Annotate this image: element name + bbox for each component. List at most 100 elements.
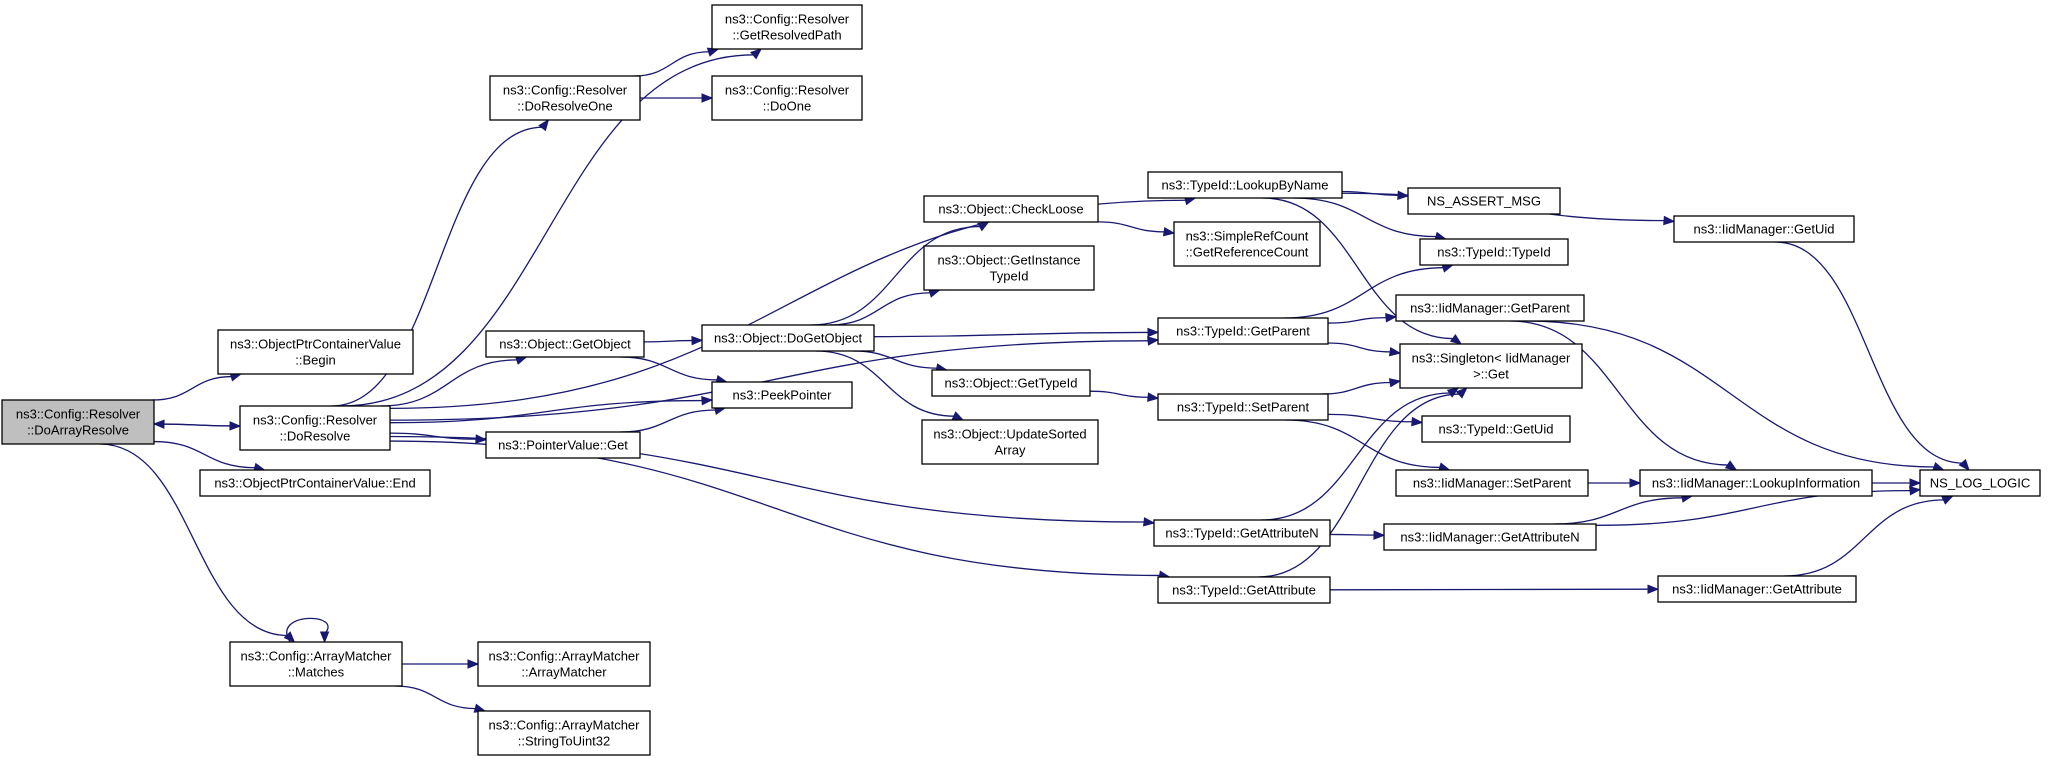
- edge-getobject-to-dogetobject: [643, 335, 704, 346]
- edge-typeidgetattribute-to-singletonget: [1258, 387, 1468, 578]
- node-label: ns3::Config::Resolver: [725, 83, 850, 98]
- node-label: ::DoOne: [763, 99, 811, 114]
- edge-line: [1526, 320, 1936, 468]
- node-typeidgetattribute[interactable]: ns3::TypeId::GetAttribute: [1157, 576, 1331, 604]
- edge-line: [1329, 533, 1376, 536]
- node-getobject[interactable]: ns3::Object::GetObject: [485, 330, 645, 358]
- node-lookupbyname[interactable]: ns3::TypeId::LookupByName: [1147, 171, 1343, 199]
- arrowhead-icon: [1909, 478, 1922, 488]
- nodes-layer: ns3::Config::Resolver::DoArrayResolvens3…: [1, 4, 2041, 756]
- node-label: ::DoArrayResolve: [27, 423, 129, 438]
- edge-typeidgetparent-to-singletonget: [1327, 342, 1402, 357]
- edge-doresolve-to-typeidgetparent: [389, 336, 1160, 421]
- edge-line: [162, 423, 241, 427]
- node-typeidctor[interactable]: ns3::TypeId::TypeId: [1419, 238, 1569, 266]
- node-label: ns3::IidManager::GetParent: [1410, 301, 1570, 316]
- node-iidsetparent[interactable]: ns3::IidManager::SetParent: [1395, 469, 1589, 497]
- node-label: ns3::Object::GetTypeId: [945, 376, 1078, 391]
- node-box: [1153, 519, 1331, 547]
- arrowhead-icon: [1143, 517, 1156, 527]
- node-typeidgetuid[interactable]: ns3::TypeId::GetUid: [1421, 415, 1571, 443]
- node-box: [1407, 187, 1561, 215]
- node-nsassertmsg[interactable]: NS_ASSERT_MSG: [1407, 187, 1561, 215]
- node-box: [711, 75, 863, 121]
- edge-line: [99, 443, 289, 637]
- node-label: ::GetResolvedPath: [732, 28, 841, 43]
- node-doarrayresolve[interactable]: ns3::Config::Resolver::DoArrayResolve: [1, 399, 155, 445]
- node-singletonget[interactable]: ns3::Singleton< IidManager >::Get: [1399, 343, 1583, 389]
- node-label: ns3::Config::ArrayMatcher: [240, 649, 392, 664]
- node-label: ns3::TypeId::LookupByName: [1162, 178, 1329, 193]
- node-box: [701, 324, 875, 352]
- edge-dogetobject-to-getinstancetypeid: [829, 288, 941, 326]
- edge-line: [1327, 342, 1392, 353]
- edge-iidsetparent-to-lookupinformation: [1587, 478, 1642, 488]
- node-label: ::StringToUint32: [518, 734, 611, 749]
- node-objectgettypeid[interactable]: ns3::Object::GetTypeId: [931, 369, 1091, 397]
- edge-doresolveone-to-doone: [640, 93, 714, 103]
- edges-layer: [99, 47, 1970, 713]
- edge-doresolve-to-getresolvedpath: [340, 48, 763, 407]
- node-typeidgetparent[interactable]: ns3::TypeId::GetParent: [1157, 317, 1329, 345]
- node-nsloglogic[interactable]: NS_LOG_LOGIC: [1919, 469, 2041, 497]
- edge-line: [153, 440, 256, 469]
- node-dogetobject[interactable]: ns3::Object::DoGetObject: [701, 324, 875, 352]
- arrowhead-icon: [1385, 313, 1398, 323]
- node-label: ns3::Config::Resolver: [503, 83, 628, 98]
- node-label: ::DoResolveOne: [517, 99, 612, 114]
- edge-lookupinformation-to-nsloglogic: [1871, 478, 1922, 488]
- edge-line: [1262, 197, 1454, 340]
- node-doresolve[interactable]: ns3::Config::Resolver::DoResolve: [239, 405, 391, 451]
- edge-line: [829, 292, 931, 326]
- edge-line: [1775, 241, 1964, 464]
- edge-doresolve-to-doresolveone: [331, 118, 550, 407]
- edge-line: [1293, 197, 1438, 238]
- arrowhead-icon: [701, 395, 714, 406]
- node-box: [485, 330, 645, 358]
- node-box: [1395, 294, 1585, 322]
- edge-line: [810, 225, 981, 326]
- edge-typeidgetattribute-to-iidgetattribute: [1329, 584, 1660, 594]
- edge-doarrayresolve-to-begin: [152, 372, 243, 401]
- node-label: ::Begin: [295, 353, 335, 368]
- node-doresolveone[interactable]: ns3::Config::Resolver::DoResolveOne: [489, 75, 641, 121]
- node-pointervalueget[interactable]: ns3::PointerValue::Get: [485, 431, 641, 459]
- node-peekpointer[interactable]: ns3::PeekPointer: [711, 381, 853, 409]
- node-label: ::ArrayMatcher: [521, 665, 607, 680]
- arrowhead-icon: [701, 93, 714, 103]
- node-typeidsetparent[interactable]: ns3::TypeId::SetParent: [1157, 393, 1329, 421]
- node-stringtouint32[interactable]: ns3::Config::ArrayMatcher::StringToUint3…: [477, 710, 651, 756]
- node-label: ns3::ObjectPtrContainerValue: [230, 337, 401, 352]
- node-arraymatcher[interactable]: ns3::Config::ArrayMatcher::ArrayMatcher: [477, 641, 651, 687]
- node-getresolvedpath[interactable]: ns3::Config::Resolver::GetResolvedPath: [711, 4, 863, 50]
- node-box: [1157, 576, 1331, 604]
- node-begin[interactable]: ns3::ObjectPtrContainerValue::Begin: [217, 329, 414, 375]
- arrowhead-icon: [1388, 346, 1402, 357]
- node-matches[interactable]: ns3::Config::ArrayMatcher::Matches: [229, 641, 403, 687]
- node-box: [485, 431, 641, 459]
- node-end[interactable]: ns3::ObjectPtrContainerValue::End: [199, 469, 431, 497]
- node-lookupinformation[interactable]: ns3::IidManager::LookupInformation: [1639, 469, 1873, 497]
- node-iidgetattribute[interactable]: ns3::IidManager::GetAttribute: [1657, 575, 1857, 603]
- node-label: ::Matches: [288, 665, 345, 680]
- node-iidgetparent[interactable]: ns3::IidManager::GetParent: [1395, 294, 1585, 322]
- arrowhead-icon: [691, 335, 704, 346]
- node-box: [477, 710, 651, 756]
- node-iidgetattributen[interactable]: ns3::IidManager::GetAttributeN: [1383, 523, 1597, 551]
- node-doone[interactable]: ns3::Config::Resolver::DoOne: [711, 75, 863, 121]
- edge-line: [389, 340, 1150, 421]
- arrowhead-icon: [467, 659, 480, 669]
- edge-line: [619, 409, 717, 433]
- arrowhead-icon: [1455, 387, 1468, 399]
- node-iidgetuid[interactable]: ns3::IidManager::GetUid: [1673, 215, 1855, 243]
- edge-typeidsetparent-to-typeidgetuid: [1327, 413, 1424, 427]
- arrowhead-icon: [538, 118, 550, 132]
- node-typeidgetattributen[interactable]: ns3::TypeId::GetAttributeN: [1153, 519, 1331, 547]
- edge-pointervalueget-to-peekpointer: [619, 405, 727, 433]
- edge-line: [1284, 267, 1445, 319]
- edge-dogetobject-to-checkloose: [810, 221, 990, 326]
- node-getreferencecount[interactable]: ns3::SimpleRefCount::GetReferenceCount: [1173, 221, 1321, 267]
- node-checkloose[interactable]: ns3::Object::CheckLoose: [923, 195, 1099, 223]
